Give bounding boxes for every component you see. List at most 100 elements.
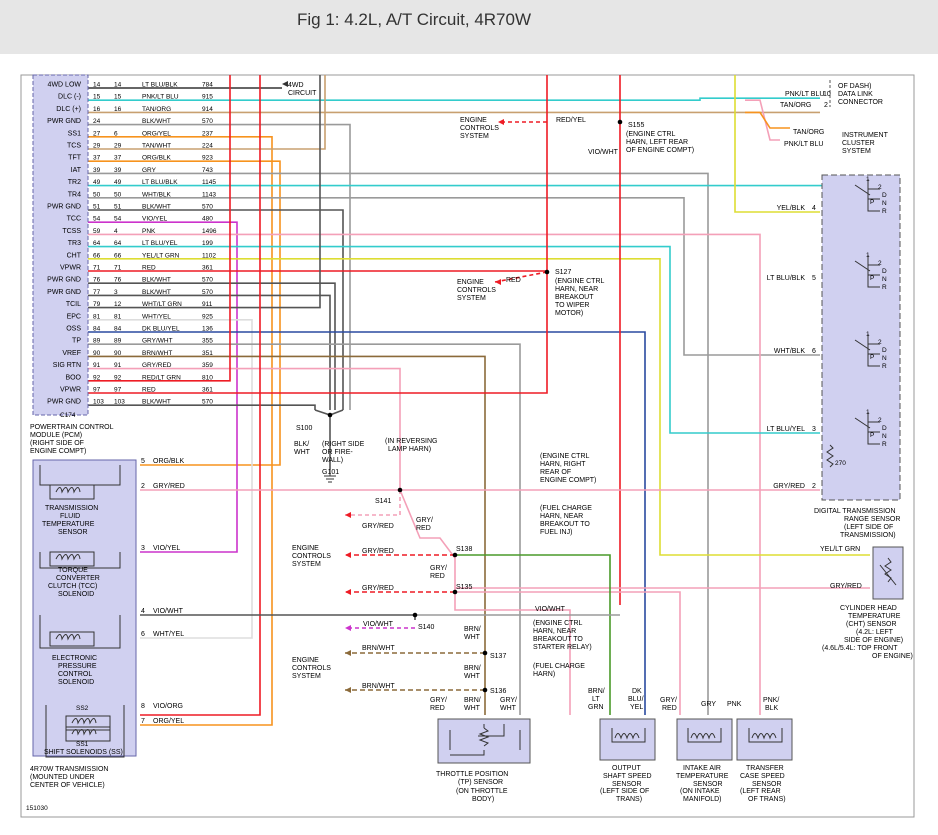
svg-text:SYSTEM: SYSTEM	[292, 561, 321, 568]
svg-text:DATA LINK: DATA LINK	[838, 91, 873, 98]
pcm-wire-color: BLK/WHT	[142, 399, 171, 406]
figure-id: 151030	[26, 805, 48, 812]
svg-text:(ON THROTTLE: (ON THROTTLE	[456, 788, 508, 795]
pcm-circuit-number: 12	[114, 301, 122, 308]
pcm-wire-color: BLK/WHT	[142, 277, 171, 284]
svg-text:(ENGINE CTRL: (ENGINE CTRL	[533, 620, 583, 627]
dtr-pin: 5LT BLU/BLK	[767, 275, 816, 282]
pcm-wire-number: 136	[202, 326, 213, 333]
pcm-pin-number: 29	[93, 143, 101, 150]
svg-text:LAMP HARN): LAMP HARN)	[388, 446, 431, 453]
svg-text:5: 5	[141, 458, 145, 465]
splice-dot	[327, 412, 333, 418]
svg-text:N: N	[882, 276, 887, 283]
pcm-pin-number: 71	[93, 265, 101, 272]
svg-text:5: 5	[812, 275, 816, 282]
pcm-pin-name: 4WD LOW	[48, 82, 82, 89]
svg-text:ENGINE: ENGINE	[292, 657, 319, 664]
svg-text:INSTRUMENT: INSTRUMENT	[842, 132, 889, 139]
diagram-frame	[20, 74, 915, 818]
svg-text:2: 2	[878, 339, 882, 346]
svg-text:2: 2	[141, 483, 145, 490]
pcm-pin-name: TCSS	[62, 228, 81, 235]
svg-text:S127: S127	[555, 269, 571, 276]
pcm-wire-color: BLK/WHT	[142, 289, 171, 296]
splice-s100: S100 BLK/ WHT (RIGHT SIDE OR FIRE- WALL)…	[294, 425, 365, 476]
svg-text:6: 6	[141, 631, 145, 638]
wire-tr3	[88, 245, 820, 434]
svg-text:GRY/RED: GRY/RED	[362, 548, 394, 555]
intake-air-temperature-sensor: GRY/ RED GRY INTAKE AIR TEMPERATURE SENS…	[660, 697, 733, 803]
svg-text:CONTROL: CONTROL	[58, 671, 92, 678]
pcm-wire-number: 199	[202, 240, 213, 247]
svg-text:S135: S135	[456, 584, 472, 591]
pcm-wire-color: GRY/RED	[142, 362, 172, 369]
pcm-wire-number: 810	[202, 374, 213, 381]
dtr-resistor	[826, 444, 834, 468]
svg-text:WHT: WHT	[464, 673, 481, 680]
wire-gry-red-iat	[455, 591, 681, 715]
svg-text:TORQUE: TORQUE	[58, 567, 88, 574]
pcm-pin-number: 39	[93, 167, 101, 174]
pcm-wire-number: 361	[202, 387, 213, 394]
svg-text:OF DASH): OF DASH)	[838, 83, 871, 90]
svg-text:ENGINE: ENGINE	[457, 279, 484, 286]
svg-text:8: 8	[141, 703, 145, 710]
pcm-circuit-number: 71	[114, 265, 122, 272]
splice-dot	[452, 552, 458, 558]
epc-solenoid-label: ELECTRONIC PRESSURE CONTROL SOLENOID	[52, 655, 97, 686]
splice-s138: (ENGINE CTRL HARN, RIGHT REAR OF ENGINE …	[456, 453, 596, 553]
svg-text:RED: RED	[430, 705, 445, 712]
svg-text:(4.6L/5.4L: TOP FRONT: (4.6L/5.4L: TOP FRONT	[822, 645, 898, 652]
pcm-circuit-number: 92	[114, 374, 122, 381]
pcm-pin-name: PWR GND	[47, 277, 81, 284]
svg-text:CENTER OF VEHICLE): CENTER OF VEHICLE)	[30, 782, 105, 789]
tcc-solenoid-label: TORQUE CONVERTER CLUTCH (TCC) SOLENOID	[48, 567, 100, 598]
pcm-pin-name: PWR GND	[47, 118, 81, 125]
svg-text:TAN/ORG: TAN/ORG	[780, 102, 811, 109]
svg-text:FUEL INJ): FUEL INJ)	[540, 529, 572, 536]
svg-text:BRN/: BRN/	[464, 697, 481, 704]
wire-cht	[88, 258, 870, 556]
pcm-pin-name: VPWR	[60, 265, 81, 272]
pcm-circuit-number: 39	[114, 167, 122, 174]
cht-wire-1: YEL/LT GRN	[820, 546, 860, 553]
svg-text:BREAKOUT TO: BREAKOUT TO	[533, 636, 583, 643]
wire-pwr-gnd-24	[88, 123, 351, 410]
svg-text:(FUEL CHARGE: (FUEL CHARGE	[540, 505, 592, 512]
splice-s140: S140	[418, 624, 434, 631]
svg-text:HARN, NEAR: HARN, NEAR	[540, 513, 583, 520]
pcm-wire-number: 911	[202, 301, 213, 308]
svg-text:TEMPERATURE: TEMPERATURE	[848, 613, 901, 620]
pcm-wire-color: YEL/LT GRN	[142, 252, 180, 259]
svg-text:GRY/: GRY/	[430, 697, 447, 704]
ground-symbol	[324, 470, 336, 483]
pcm-pin-number: 91	[93, 362, 101, 369]
svg-text:CLUSTER: CLUSTER	[842, 140, 875, 147]
svg-text:S140: S140	[418, 624, 434, 631]
pcm-pin-name: TP	[72, 338, 81, 345]
svg-text:BODY): BODY)	[472, 796, 494, 803]
pcm-pin-name: DLC (+)	[56, 106, 81, 113]
pcm-wire-number: 925	[202, 313, 213, 320]
pcm-pin-name: TFT	[68, 155, 82, 162]
svg-text:(MOUNTED UNDER: (MOUNTED UNDER	[30, 774, 95, 781]
svg-text:CONNECTOR: CONNECTOR	[838, 99, 883, 106]
figure-title: Fig 1: 4.2L, A/T Circuit, 4R70W	[297, 10, 531, 29]
pcm-pin-name: TR3	[68, 240, 81, 247]
wire-ss2	[140, 75, 261, 716]
svg-text:GRY/RED: GRY/RED	[153, 483, 185, 490]
svg-text:TRANSFER: TRANSFER	[746, 765, 784, 772]
svg-text:BRN/WHT: BRN/WHT	[362, 683, 395, 690]
svg-text:HARN): HARN)	[533, 671, 555, 678]
pcm-wire-number: 1145	[202, 179, 216, 186]
pcm-circuit-number: 4	[114, 228, 118, 235]
